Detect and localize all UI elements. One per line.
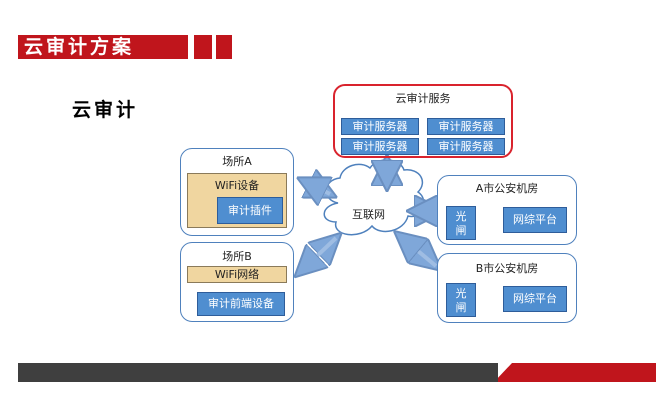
internet-label: 互联网 bbox=[352, 208, 385, 221]
police-b-title: B市公安机房 bbox=[475, 262, 539, 275]
arrow-siteB-internet bbox=[300, 238, 336, 272]
internet-cloud-shape bbox=[323, 159, 425, 236]
site-b-wifi-network: WiFi网络 bbox=[187, 266, 287, 283]
police-a-title: A市公安机房 bbox=[475, 182, 539, 195]
site-b-title: 场所B bbox=[222, 250, 252, 263]
site-b-audit-frontend: 审计前端设备 bbox=[197, 292, 285, 316]
footer-accent bbox=[494, 363, 656, 382]
title-banner bbox=[18, 35, 188, 59]
police-a-platform: 网综平台 bbox=[503, 207, 567, 233]
arrow-internet-policeB bbox=[400, 236, 436, 266]
cloud-service-title: 云审计服务 bbox=[395, 92, 451, 105]
audit-server: 审计服务器 bbox=[427, 118, 505, 135]
banner-accent-square bbox=[216, 35, 232, 59]
audit-server: 审计服务器 bbox=[341, 138, 419, 155]
slide-title: 云审计方案 bbox=[24, 36, 135, 58]
audit-server: 审计服务器 bbox=[427, 138, 505, 155]
police-a-gate: 光 闸 bbox=[446, 206, 476, 240]
police-b-platform: 网综平台 bbox=[503, 286, 567, 312]
site-a-title: 场所A bbox=[222, 155, 252, 168]
audit-server: 审计服务器 bbox=[341, 118, 419, 135]
site-a-audit-plugin: 审计插件 bbox=[217, 197, 283, 224]
arrow-siteA-internet bbox=[304, 181, 330, 194]
cloud-service-box bbox=[333, 84, 513, 158]
site-a-wifi-label: WiFi设备 bbox=[214, 179, 260, 192]
footer-bar bbox=[18, 363, 498, 382]
police-b-gate: 光 闸 bbox=[446, 283, 476, 317]
slide-subtitle: 云审计 bbox=[72, 99, 139, 121]
banner-accent-square bbox=[194, 35, 212, 59]
